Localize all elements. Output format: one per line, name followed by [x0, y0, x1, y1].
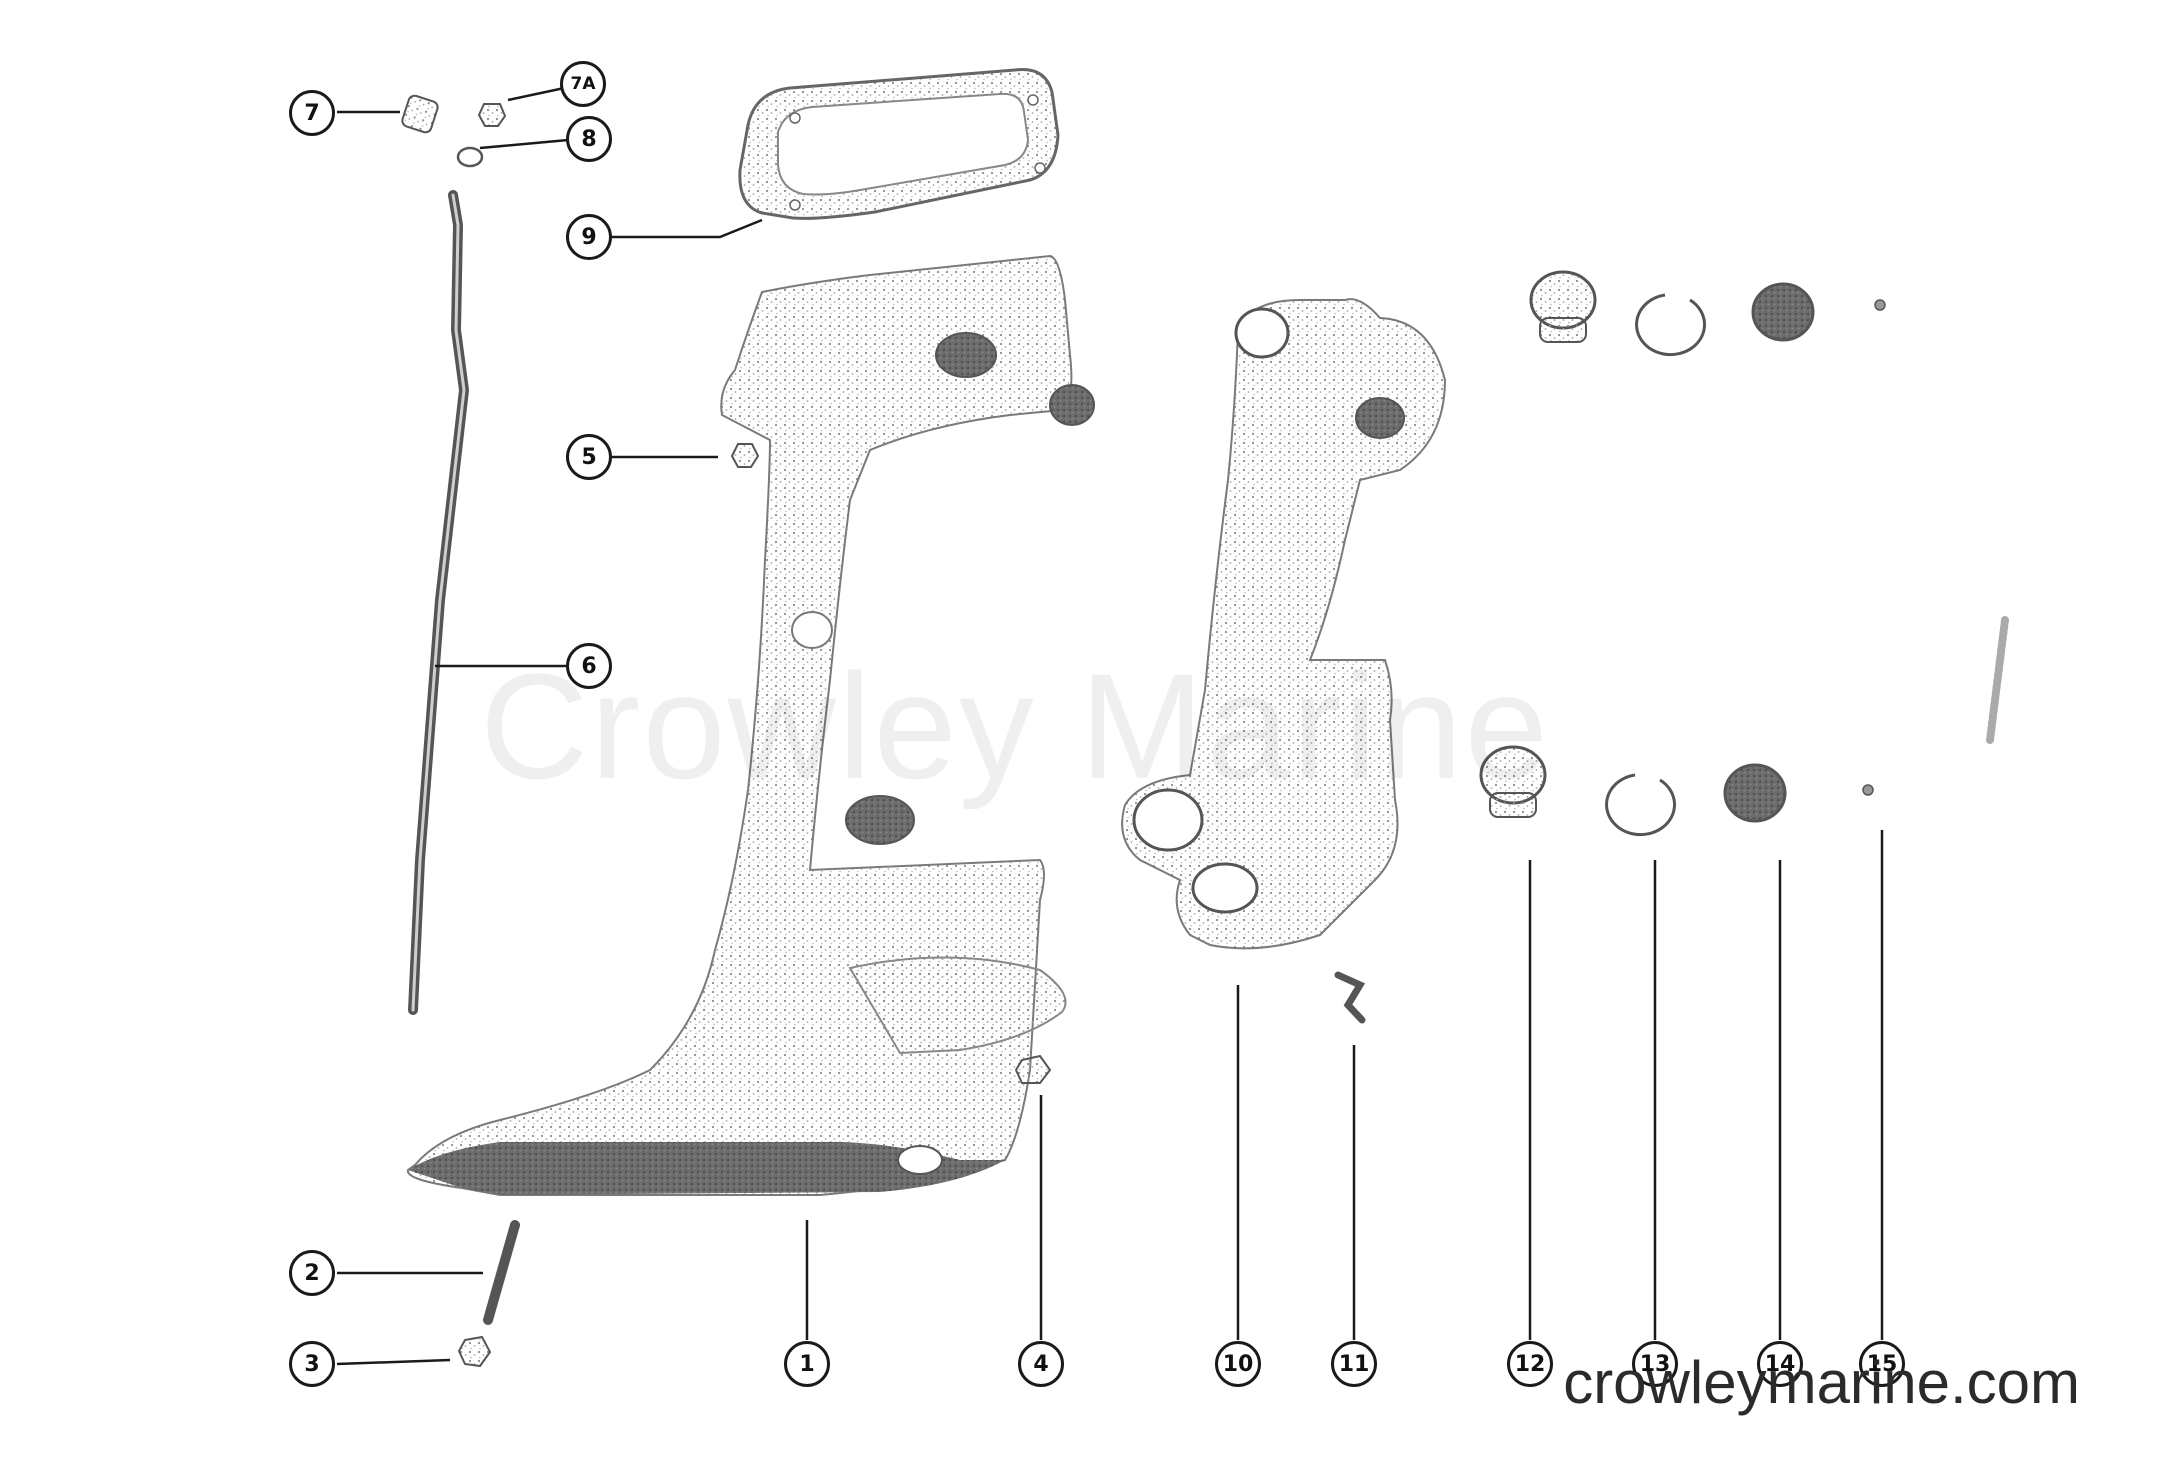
shaft-fragment: [1986, 616, 2009, 744]
callout-7: 7: [289, 90, 335, 136]
callout-4: 4: [1018, 1341, 1064, 1387]
screw-part-15-upper: [1874, 299, 1886, 311]
callout-9: 9: [566, 214, 612, 260]
gasket-part-9: [738, 67, 1060, 220]
nut-part-7a: [477, 103, 507, 127]
watermark-text: Crowley Marine: [480, 642, 1550, 810]
leader-lines: [336, 82, 1884, 1366]
retaining-ring-part-13: [1605, 773, 1677, 837]
clip-part-11: [1334, 971, 1366, 1024]
sleeve-part-7: [401, 94, 439, 134]
callout-11: 11: [1331, 1341, 1377, 1387]
bushing-part-12-upper: [1529, 270, 1597, 343]
exhaust-tube-part-10: [1121, 298, 1447, 950]
callout-14: 14: [1757, 1341, 1803, 1387]
driveshaft-housing-part-1: [406, 254, 1095, 1196]
seal-part-14-upper: [1751, 282, 1815, 342]
washer-part-8: [456, 146, 484, 168]
callout-1: 1: [784, 1341, 830, 1387]
callout-2: 2: [289, 1250, 335, 1296]
callout-13: 13: [1632, 1341, 1678, 1387]
callout-3: 3: [289, 1341, 335, 1387]
callout-8: 8: [566, 116, 612, 162]
callout-15: 15: [1859, 1341, 1905, 1387]
callout-6: 6: [566, 643, 612, 689]
callout-5: 5: [566, 434, 612, 480]
screw-part-15: [1862, 784, 1874, 796]
seal-part-14: [1723, 763, 1787, 823]
callout-7a: 7A: [560, 61, 606, 107]
retaining-ring-part-13-upper: [1635, 293, 1707, 357]
callout-10: 10: [1215, 1341, 1261, 1387]
site-url[interactable]: crowleymarine.com: [1563, 1349, 2080, 1416]
callout-12: 12: [1507, 1341, 1553, 1387]
bushing-part-12: [1479, 745, 1547, 818]
nut-part-5: [730, 443, 760, 468]
pin-part-2: [483, 1220, 520, 1325]
plug-part-4: [1014, 1054, 1052, 1084]
nut-part-3: [457, 1335, 492, 1368]
